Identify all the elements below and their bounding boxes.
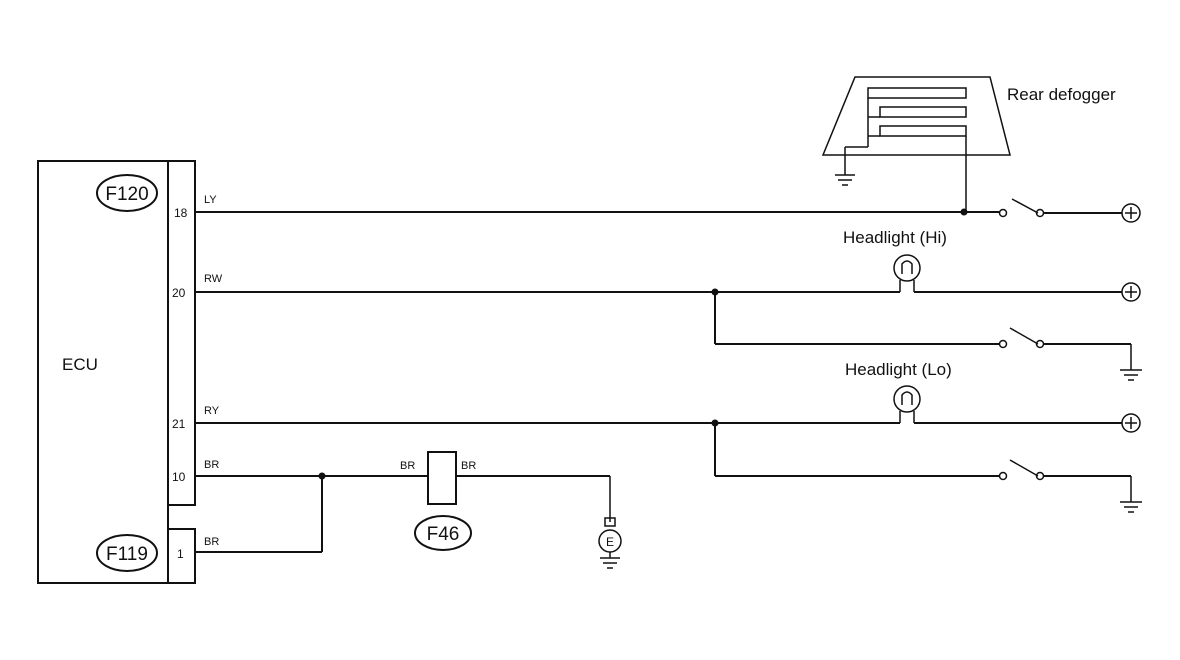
- wire-code-ly: LY: [204, 194, 217, 206]
- connector-f120-label: F120: [105, 184, 148, 205]
- wire-code-br-1: BR: [204, 536, 219, 548]
- ground-circuit: [195, 451, 622, 569]
- rear-defogger-circuit: [195, 76, 1141, 223]
- f46-wire-in: BR: [400, 460, 415, 472]
- connector-f119-strip: [167, 528, 196, 584]
- pin-10: 10: [172, 470, 186, 484]
- battery-positive-icon: [1121, 413, 1141, 433]
- bulb-icon: [893, 254, 921, 292]
- connector-f120-badge: F120: [96, 174, 158, 212]
- headlight-lo-label: Headlight (Lo): [845, 360, 952, 379]
- switch-icon: [998, 459, 1045, 481]
- connector-f46-box: [427, 451, 457, 505]
- pin-18: 18: [174, 206, 188, 220]
- wire-code-ry: RY: [204, 405, 220, 417]
- connector-f119-badge: F119: [96, 534, 158, 572]
- rear-defogger-icon: [821, 76, 1011, 156]
- switch-icon: [998, 198, 1045, 218]
- rear-defogger-label: Rear defogger: [1007, 85, 1116, 104]
- wire-code-rw: RW: [204, 273, 223, 285]
- headlight-hi-circuit: [195, 254, 1142, 381]
- connector-f46-badge: F46: [414, 515, 472, 551]
- battery-positive-icon: [1121, 282, 1141, 302]
- ground-point-label: E: [606, 535, 614, 549]
- pin-21: 21: [172, 417, 186, 431]
- connector-f46-label: F46: [427, 524, 460, 545]
- pin-1: 1: [177, 547, 184, 561]
- headlight-lo-circuit: [195, 385, 1142, 513]
- connector-f119-label: F119: [106, 544, 148, 565]
- ecu-label: ECU: [62, 355, 98, 374]
- f46-wire-out: BR: [461, 460, 476, 472]
- ecu-module: ECU: [37, 160, 169, 584]
- switch-icon: [998, 327, 1045, 349]
- ground-icon: [1120, 369, 1142, 381]
- ground-point-icon: [598, 529, 622, 569]
- connector-f120-strip: [167, 160, 196, 506]
- headlight-hi-label: Headlight (Hi): [843, 228, 947, 247]
- ground-icon: [1120, 501, 1142, 513]
- bulb-icon: [893, 385, 921, 423]
- ground-icon: [835, 174, 855, 186]
- pin-20: 20: [172, 286, 186, 300]
- wire-code-br-10: BR: [204, 459, 219, 471]
- battery-positive-icon: [1121, 203, 1141, 223]
